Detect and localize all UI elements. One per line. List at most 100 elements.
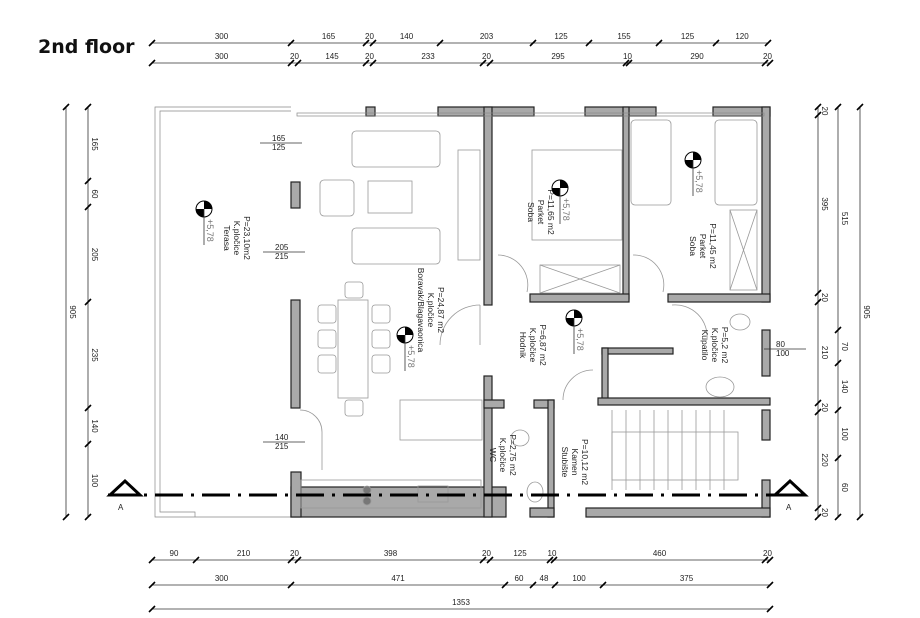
dimension-tick	[814, 504, 822, 512]
section-marker-right-icon	[771, 478, 809, 497]
right-dim-total-label: 905	[862, 305, 871, 319]
dimension-tick	[764, 39, 772, 47]
dimension-tick	[369, 59, 377, 67]
dimension-tick	[766, 59, 774, 67]
dimension-tick	[529, 39, 537, 47]
room-area: P=23,10m2	[242, 216, 252, 260]
bottom-dim-row2-label: 60	[515, 574, 524, 583]
dimension-tick	[362, 39, 370, 47]
bottom-dim-row1-label: 210	[237, 549, 251, 558]
furniture	[299, 119, 758, 509]
dimension-tick	[148, 556, 156, 564]
elevation-value: +5,78	[205, 219, 215, 242]
left-dim-segments-label: 165	[90, 137, 99, 151]
dimension-tick	[192, 556, 200, 564]
room-floor-material: Kamen	[570, 449, 580, 476]
elevation-marker: +5,78	[551, 179, 571, 224]
room-floor-material: K.pločice	[528, 328, 538, 363]
room-floor-material: Parket	[536, 200, 546, 225]
stair-landing	[611, 431, 739, 481]
dimension-tick	[550, 556, 558, 564]
bottom-dim-row1-label: 460	[653, 549, 667, 558]
dimension-tick	[856, 513, 864, 521]
room-name: Stubište	[560, 447, 570, 478]
bottom-dim-row1-label: 125	[513, 549, 527, 558]
room-name: Kupatilo	[700, 330, 710, 361]
top-dim-row2-label: 20	[763, 52, 772, 61]
elevation-value: +5,78	[406, 345, 416, 368]
elevation-marker: +5,78	[195, 200, 215, 245]
top-dim-row1-label: 20	[365, 32, 374, 41]
top-dim-row2-label: 290	[690, 52, 704, 61]
top-dim-row2-label: 10	[623, 52, 632, 61]
walls	[290, 106, 771, 518]
dimension-tick	[369, 39, 377, 47]
left-dim-total-label: 905	[68, 305, 77, 319]
room-floor-material: Parket	[698, 234, 708, 259]
dimension-tick	[84, 298, 92, 306]
dimension-tick	[761, 556, 769, 564]
terrace-outline	[154, 106, 291, 518]
dimension-tick	[294, 556, 302, 564]
room-name: Soba	[688, 236, 698, 256]
dimension-tick	[84, 440, 92, 448]
dimension-tick	[84, 404, 92, 412]
room-name: WC	[488, 448, 498, 462]
dimension-tick	[834, 406, 842, 414]
room-name: Boravak/Blagavaonica	[416, 268, 426, 353]
top-dim-row1-label: 125	[554, 32, 568, 41]
dimension-tick	[599, 581, 607, 589]
room-name: Terasa	[222, 225, 232, 251]
window-width-label: 205	[275, 243, 289, 252]
elevation-marker: +5,78	[396, 326, 416, 371]
dimension-tick	[486, 556, 494, 564]
bottom-dim-row1-label: 90	[170, 549, 179, 558]
window-height-label: 215	[275, 442, 289, 451]
right-dim-row2-label: 70	[840, 342, 849, 351]
window-width-label: 80	[776, 340, 785, 349]
window-height-label: 215	[275, 252, 289, 261]
dimension-tick	[712, 39, 720, 47]
dimension-tick	[814, 103, 822, 111]
section-label-left: A	[118, 503, 124, 512]
dimension-tick	[84, 513, 92, 521]
room-floor-material: K.pločice	[498, 438, 508, 473]
dimension-tick	[84, 203, 92, 211]
right-dim-row2-label: 515	[840, 212, 849, 226]
bottom-dim-row1-label: 10	[548, 549, 557, 558]
top-dim-row2-label: 20	[290, 52, 299, 61]
elevation-markers: +5,78+5,78+5,78+5,78+5,78	[195, 151, 704, 371]
dimension-tick	[834, 359, 842, 367]
dimension-tick	[622, 59, 630, 67]
dimension-tick	[529, 581, 537, 589]
dimension-tick	[287, 556, 295, 564]
dimension-tick	[856, 103, 864, 111]
window-width-label: 165	[272, 134, 286, 143]
right-dim-row1-label: 20	[820, 403, 829, 412]
dimension-tick	[148, 59, 156, 67]
dimension-tick	[287, 39, 295, 47]
window-width-label: 140	[275, 433, 289, 442]
top-dim-row1-label: 300	[215, 32, 229, 41]
dimension-tick	[148, 605, 156, 613]
elevation-value: +5,78	[575, 328, 585, 351]
dimension-tick	[486, 59, 494, 67]
floor-title: 2nd floor	[38, 36, 135, 58]
right-dim-row2-label: 100	[840, 427, 849, 441]
dimension-tick	[834, 103, 842, 111]
right-dim-row1-label: 395	[820, 197, 829, 211]
section-line-a: A A	[106, 478, 809, 512]
room-area: P=6,87 m2	[538, 324, 548, 366]
elevation-marker: +5,78	[565, 309, 585, 354]
top-dim-row2-label: 233	[421, 52, 435, 61]
bottom-dim-row2-label: 375	[680, 574, 694, 583]
dimension-tick	[546, 556, 554, 564]
left-dim-segments-label: 60	[90, 190, 99, 199]
dimension-tick	[148, 581, 156, 589]
